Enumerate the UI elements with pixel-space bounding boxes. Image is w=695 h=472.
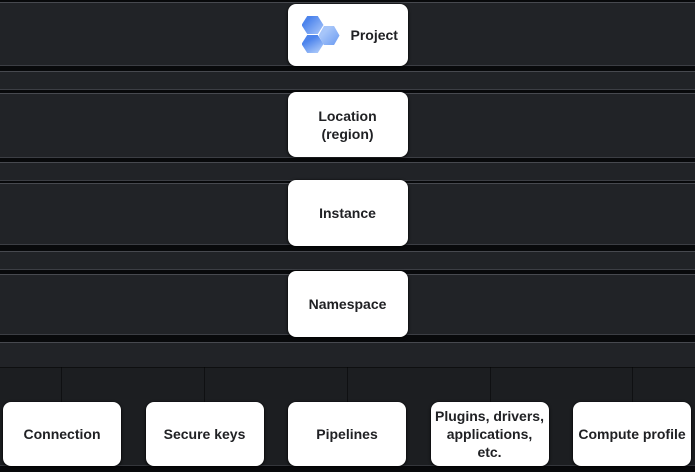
namespace-chip: Namespace (287, 271, 408, 337)
namespace-items-row: Connection Secure keys Pipelines Plugins… (3, 402, 691, 466)
instance-chip: Instance (287, 180, 408, 246)
hexagon-top-left-icon (301, 16, 324, 34)
project-chip: Project (287, 4, 408, 66)
secure-keys-label: Secure keys (163, 426, 246, 442)
connection-chip: Connection (3, 402, 121, 466)
data-fusion-hexagons-icon (301, 16, 340, 54)
project-label: Project (350, 27, 398, 43)
secure-keys-chip: Secure keys (145, 402, 264, 466)
compute-profile-label: Compute profile (578, 426, 686, 442)
pipelines-chip: Pipelines (288, 402, 406, 466)
nesting-gap-band-2 (0, 162, 695, 181)
nesting-gap-band-1 (0, 71, 695, 90)
hexagon-right-icon (318, 26, 340, 45)
plugins-drivers-applications-label: Plugins, drivers, applications, etc. (435, 408, 544, 460)
instance-label: Instance (319, 205, 376, 221)
pipelines-label: Pipelines (316, 426, 378, 442)
namespace-label: Namespace (308, 296, 387, 312)
connection-label: Connection (23, 426, 101, 442)
hexagon-bottom-left-icon (301, 35, 324, 53)
location-label: Location (region) (318, 107, 377, 142)
compute-profile-chip: Compute profile (573, 402, 691, 466)
plugins-drivers-applications-chip: Plugins, drivers, applications, etc. (430, 402, 549, 466)
nesting-gap-band-3 (0, 251, 695, 270)
location-chip: Location (region) (287, 92, 408, 157)
